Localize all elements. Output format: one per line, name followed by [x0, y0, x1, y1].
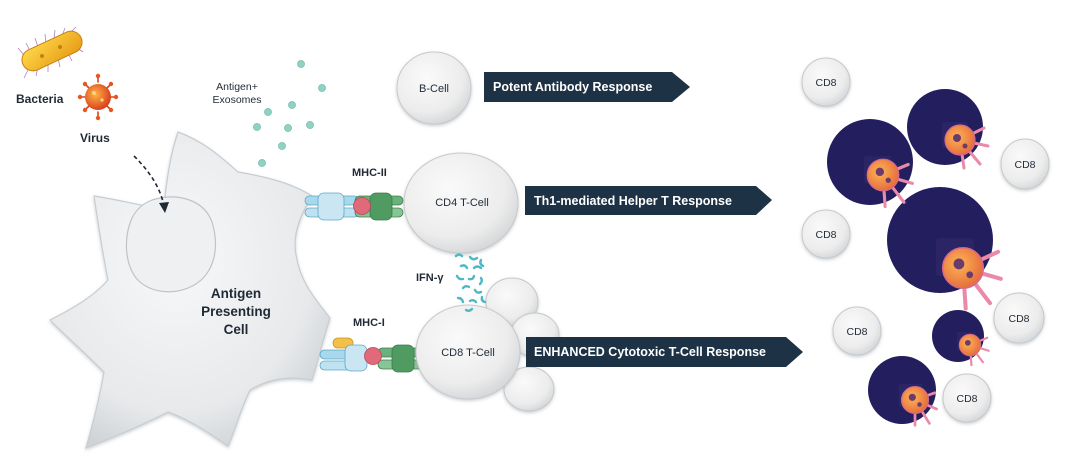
bacteria-label: Bacteria — [16, 92, 64, 106]
cd8-cell — [1000, 138, 1050, 190]
bacteria-icon — [17, 26, 84, 79]
cd8-cell — [832, 306, 882, 356]
ifn-gamma-label: IFN-γ — [416, 272, 444, 284]
response-helper-text: Th1-mediated Helper T Response — [534, 194, 732, 208]
response-cytotoxic-banner: ENHANCED Cytotoxic T-Cell Response — [526, 337, 803, 367]
cd8-cell — [801, 57, 851, 107]
cd4-t-cell-label: CD4 T-Cell — [435, 197, 489, 209]
exosomes-label-line1: Antigen+ — [216, 81, 258, 93]
response-helper-banner: Th1-mediated Helper T Response — [525, 186, 772, 215]
cd4-t-cell — [403, 152, 519, 254]
cd8-t-cell-group — [415, 277, 560, 412]
antigen-presenting-cell — [48, 131, 331, 449]
killer-t-cells — [864, 122, 1003, 427]
cd8-t-cell-label: CD8 T-Cell — [441, 347, 495, 359]
mhc-ii-label: MHC-II — [352, 167, 387, 179]
cd8-label: CD8 — [815, 229, 836, 241]
cd8-t-cell — [415, 304, 521, 400]
cd8-label: CD8 — [1008, 313, 1029, 325]
response-cytotoxic-text: ENHANCED Cytotoxic T-Cell Response — [534, 345, 766, 359]
mhc-i-label: MHC-I — [353, 317, 385, 329]
killer-t-cell — [864, 156, 914, 209]
cd8-cell — [801, 209, 851, 259]
killer-t-cell — [942, 122, 990, 170]
cd8-cell — [942, 373, 992, 423]
b-cell-label: B-Cell — [419, 83, 449, 95]
cd8-label: CD8 — [956, 393, 977, 405]
cd8-label: CD8 — [1014, 159, 1035, 171]
apc-label-line1: Antigen — [211, 286, 261, 301]
cd8-label: CD8 — [846, 326, 867, 338]
response-antibody-text: Potent Antibody Response — [493, 80, 652, 94]
virus-label: Virus — [80, 131, 110, 145]
endocytosis-arrow — [133, 155, 165, 207]
apc-label-line3: Cell — [224, 322, 249, 337]
ifn-gamma-molecules — [454, 253, 487, 312]
mhc-ii-complex — [304, 192, 404, 221]
exosomes — [253, 60, 326, 167]
virus-icon — [77, 73, 119, 121]
apc-nucleus — [125, 196, 217, 293]
killer-t-cell — [898, 383, 938, 427]
endocytosis-arrowhead — [159, 202, 169, 213]
free-cd8-cells — [801, 57, 1050, 423]
killer-t-cell — [936, 238, 1003, 311]
apc-label-line2: Presenting — [201, 304, 271, 319]
killer-t-cell — [957, 332, 990, 367]
cd8-cell — [993, 292, 1045, 344]
response-antibody-banner: Potent Antibody Response — [484, 72, 690, 102]
b-cell — [396, 51, 472, 125]
exosomes-label-line2: Exosomes — [212, 94, 261, 106]
mhc-i-complex — [319, 337, 429, 373]
cd8-label: CD8 — [815, 77, 836, 89]
